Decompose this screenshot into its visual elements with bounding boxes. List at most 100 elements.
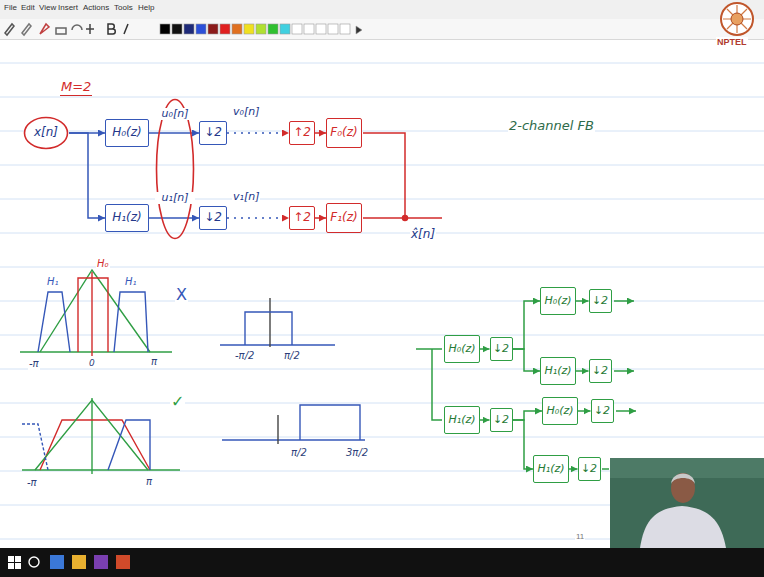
color-swatch [184, 24, 194, 34]
node-text: H₁(z) [544, 365, 571, 377]
bold-icon [108, 24, 115, 34]
tree-downsampler-box: ↓2 [578, 457, 601, 481]
color-palette [160, 24, 362, 34]
signal-arrow [480, 348, 490, 350]
node-text: ↓2 [493, 414, 509, 426]
node-text: F₁(z) [330, 211, 357, 224]
signal-label: v₀[n] [232, 106, 260, 119]
upsampler-box: ↑2 [289, 121, 315, 145]
color-swatch [220, 24, 230, 34]
app-icon [50, 555, 64, 569]
signal-arrow [315, 132, 326, 134]
ideal-highpass-plot [222, 405, 365, 444]
node-text: H₁(z) [448, 414, 475, 426]
node-text: H₁(z) [537, 463, 564, 475]
color-swatch [280, 24, 290, 34]
node-text: ↓2 [594, 405, 610, 417]
presenter-video [610, 458, 764, 548]
passband [300, 405, 360, 440]
start-icon [8, 556, 21, 569]
highlighter-icon [40, 24, 49, 34]
node-text: u₀[n] [155, 108, 195, 120]
frequency-axis [22, 469, 180, 470]
color-swatch [160, 24, 170, 34]
color-swatch [172, 24, 182, 34]
color-swatch [328, 24, 338, 34]
tree-filter-box: H₀(z) [444, 335, 480, 363]
note-text: 2-channel FB [508, 119, 595, 134]
node-text: F₀(z) [330, 126, 357, 139]
italic-icon [124, 24, 128, 34]
frequency-axis [220, 344, 335, 345]
color-swatch [304, 24, 314, 34]
node-text: u₁[n] [155, 192, 195, 204]
color-swatch [316, 24, 326, 34]
color-swatch [232, 24, 242, 34]
app-icon [72, 555, 86, 569]
output-wire [602, 468, 609, 470]
highpass-response [108, 420, 150, 470]
page-number: 11 [575, 532, 585, 541]
axis-tick-label: -π [26, 477, 38, 489]
menu-item: Tools [113, 3, 134, 12]
signal-arrow [69, 133, 105, 218]
axis-tick-label: -π/2 [234, 350, 255, 362]
input-wire [416, 349, 442, 420]
node-text: ↓2 [592, 295, 608, 307]
node-text: ↓2 [204, 211, 222, 224]
node-text: ↑2 [293, 126, 311, 139]
output-arrow [614, 300, 634, 302]
node-text: H₁(z) [112, 211, 142, 224]
node-text: H₀(z) [546, 405, 573, 417]
node-text: H₀(z) [112, 126, 142, 139]
color-swatch [196, 24, 206, 34]
tool-row [0, 19, 764, 39]
tree-filter-box: H₁(z) [540, 357, 576, 385]
filter-label: H₁ [46, 276, 60, 288]
tree-filter-box: H₁(z) [444, 406, 480, 434]
presenter-hair [671, 474, 695, 485]
lowpass-response [78, 278, 108, 352]
magnitude-axis [91, 398, 92, 474]
menu-item: View [38, 3, 57, 12]
analysis-filter-box: H₁(z) [105, 204, 149, 232]
magnitude-axis [277, 415, 278, 444]
synthesis-filter-box: F₀(z) [326, 118, 362, 148]
axis-tick-label: -π [28, 358, 40, 370]
tree-filter-box: H₀(z) [542, 397, 578, 425]
menu-bar [0, 0, 764, 19]
decimation-factor: M=2 [60, 80, 92, 96]
node-text: x[n] [34, 126, 58, 139]
app-icon [116, 555, 130, 569]
highpass-response [22, 424, 48, 470]
color-swatch [208, 24, 218, 34]
ellipse-outline-shape [157, 100, 194, 239]
tree-downsampler-box: ↓2 [589, 289, 612, 313]
tree-downsampler-box: ↓2 [589, 359, 612, 383]
filter-label: H₁ [124, 276, 138, 288]
axis-tick-label: 0 [88, 358, 96, 368]
input-spectrum [35, 400, 148, 470]
presenter-body [640, 506, 726, 548]
axis-tick-label: π/2 [283, 350, 301, 362]
correct-mark: ✓ [170, 393, 185, 411]
menu-item: File [3, 3, 18, 12]
emblem-hub [731, 13, 743, 25]
menu-item: Insert [57, 3, 79, 12]
pen-icon [22, 24, 31, 35]
magnitude-axis [269, 298, 270, 347]
axis-tick-label: π [150, 356, 158, 368]
color-swatch [292, 24, 302, 34]
output-wire [363, 133, 442, 218]
logo-text: NPTEL [716, 37, 748, 47]
tree-downsampler-box: ↓2 [490, 337, 513, 361]
signal-arrow [513, 301, 541, 349]
output-arrow [616, 410, 636, 412]
lowpass-response [40, 420, 150, 470]
video-ground [610, 458, 764, 548]
signal-arrow [149, 217, 199, 219]
